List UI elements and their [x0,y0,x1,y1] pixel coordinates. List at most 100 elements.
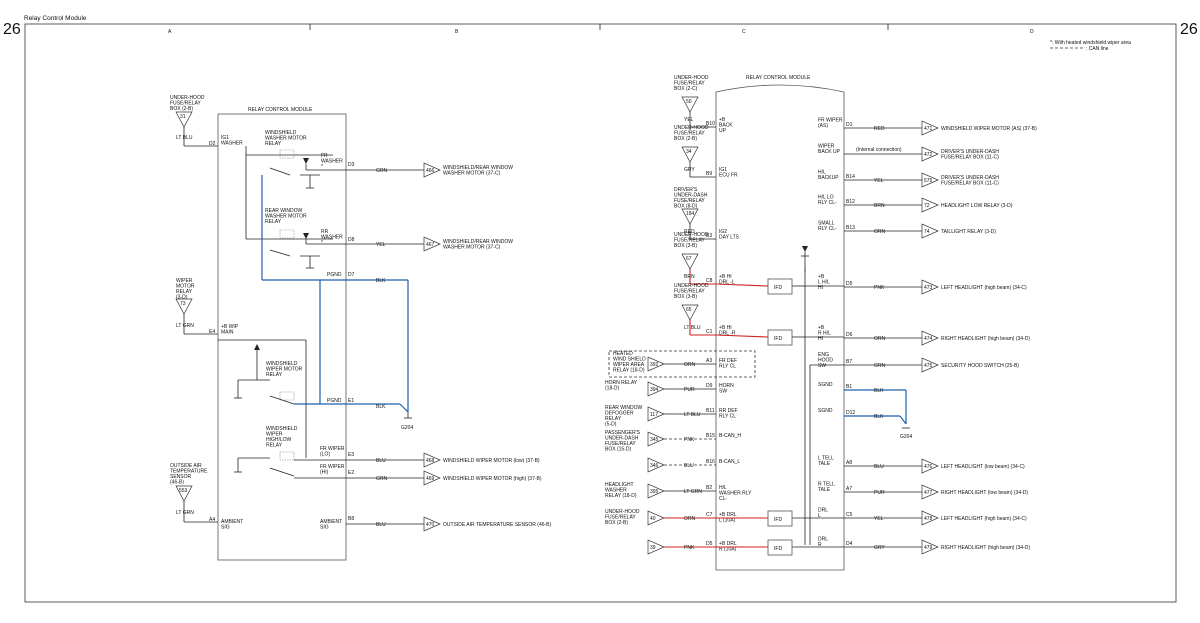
pin-B10-name-line-2: UP [719,128,727,134]
out-pin-D6: D6 [846,332,853,338]
connector-473-num: 473 [924,285,933,291]
connector-67-num: 67 [686,256,692,262]
input-65-label-line-2: BOX (3-B) [674,294,697,300]
out-color-479: GRY [874,545,885,551]
connector-553 [175,485,193,502]
connector-346 [647,457,665,473]
connector-477-num: 477 [924,490,933,496]
pin-C1-name-line-1: DRL -R [719,331,736,337]
connector-575-num: 575 [924,178,933,184]
pin-C1-name-line-0: +B HI [719,325,732,331]
pin-C8-name-line-1: DRL -L [719,280,735,286]
input-50-label-line-2: BOX (2-C) [674,86,698,92]
pin-B9-name-line-1: ECU FR [719,173,738,179]
out-target-74-line-0: TAILLIGHT RELAY (3-D) [941,229,996,235]
ifd-block-1 [767,278,793,295]
out-B1-name-line-0: SGND [818,382,833,388]
pin-d8: D8 [348,237,355,243]
out-target-472-line-0: DRIVER'S UNDER-DASH [941,149,999,155]
connector-72 [921,197,939,213]
pin-B16-row: B16 [706,459,715,465]
pin-B16-row-name-line-0: B-CAN_L [719,459,740,465]
row-345-label-line-1: UNDER-DASH [605,436,639,442]
connector-475 [921,357,939,373]
pin-D5-row-name-line-0: +B DRL [719,541,737,547]
ifd-label-4: IFD [774,546,782,552]
out-target-476-line-0: LEFT HEADLIGHT (low beam) (34-C) [941,464,1025,470]
out-target-72-line-0: HEADLIGHT LOW RELAY (3-D) [941,203,1013,209]
connector-73 [175,298,193,315]
out-D1-name-line-0: FR WIPER [818,118,843,124]
connector-394-num: 394 [650,387,659,393]
connector-40 [647,510,665,526]
out-pin-B1: B1 [846,384,852,390]
connector-50-num: 50 [686,99,692,105]
pin-C7-row-name-line-1: L (10A) [719,518,736,524]
connector-392 [647,356,665,372]
out-B7-name-line-2: SW [818,363,826,369]
out-A8-name-line-0: L TELL [818,456,834,462]
pin-e4: E4 [209,329,215,335]
connector-34-num: 34 [686,149,692,155]
row-395-label-line-1: WASHER [605,488,627,494]
ground-g204-left: G204 [401,425,413,431]
row-117-label-line-0: REAR WINDOW [605,405,643,411]
input-67-label-line-2: BOX (3-B) [674,243,697,249]
connector-470 [423,516,441,532]
out-target-575-line-1: FUSE/RELAY BOX (11-C) [941,181,999,187]
out-D1-name-line-1: (AS) [818,123,828,129]
out-D5-name-line-2: HI [818,285,823,291]
row-117-label-line-2: RELAY [605,416,622,422]
page-number-left: 26 [3,21,21,38]
input-65-label-line-1: FUSE/RELAY [674,289,705,295]
out-pin-D5: D5 [846,281,853,287]
page-title: Relay Control Module [24,15,87,22]
out-target-473-line-0: LEFT HEADLIGHT (high beam) (34-C) [941,285,1027,291]
connector-394 [647,381,665,397]
connector-468 [423,452,441,468]
out-target-478-line-0: LEFT HEADLIGHT (high beam) (34-C) [941,516,1027,522]
out-C5-name-line-1: L [818,513,821,519]
connector-478 [921,510,939,526]
ifd-block-2 [767,329,793,346]
connector-346-num: 346 [650,463,659,469]
pin-a4: A4 [209,517,215,523]
connector-466-num: 466 [426,168,435,174]
wire-color-d7: BLK [376,278,386,284]
out-D6-name-line-0: +B [818,325,825,331]
wire-color-e1: BLK [376,404,386,410]
ifd-label-2: IFD [774,336,782,342]
connector-72-num: 72 [924,203,930,209]
input-34-label-line-1: FUSE/RELAY [674,131,705,137]
ifd-label-3: IFD [774,517,782,523]
out-D5-name-line-1: L H/L [818,280,830,286]
out-color-74: ORN [874,229,886,235]
connector-50 [681,96,699,113]
pin-B10-name-line-1: BACK [719,123,733,129]
connector-392-num: 392 [650,362,659,368]
input-184-label-line-3: BOX (8-D) [674,204,698,210]
pin-D9-row-name-line-0: HORN [719,383,734,389]
out-color-474: ORN [874,336,886,342]
wire-color-346: BLU [684,463,694,469]
right-module: RELAY CONTROL MODULE IFD IFD IFD IFD G20… [605,75,1037,571]
out-A8-name-line-1: TALE [818,461,831,467]
out-color-471: RED [874,126,885,132]
pin-B2-row: B2 [706,485,712,491]
column-a: A [168,29,172,35]
row-394-label-line-1: (18-D) [605,386,620,392]
connector-65-num: 65 [686,307,692,313]
connector-39 [647,539,665,555]
connector-469-num: 469 [426,476,435,482]
pin-d3: D3 [348,162,355,168]
connector-65 [681,304,699,321]
pin-B3-name-line-1: DAY LTS [719,235,740,241]
wire-color-b8: BLU [376,522,386,528]
